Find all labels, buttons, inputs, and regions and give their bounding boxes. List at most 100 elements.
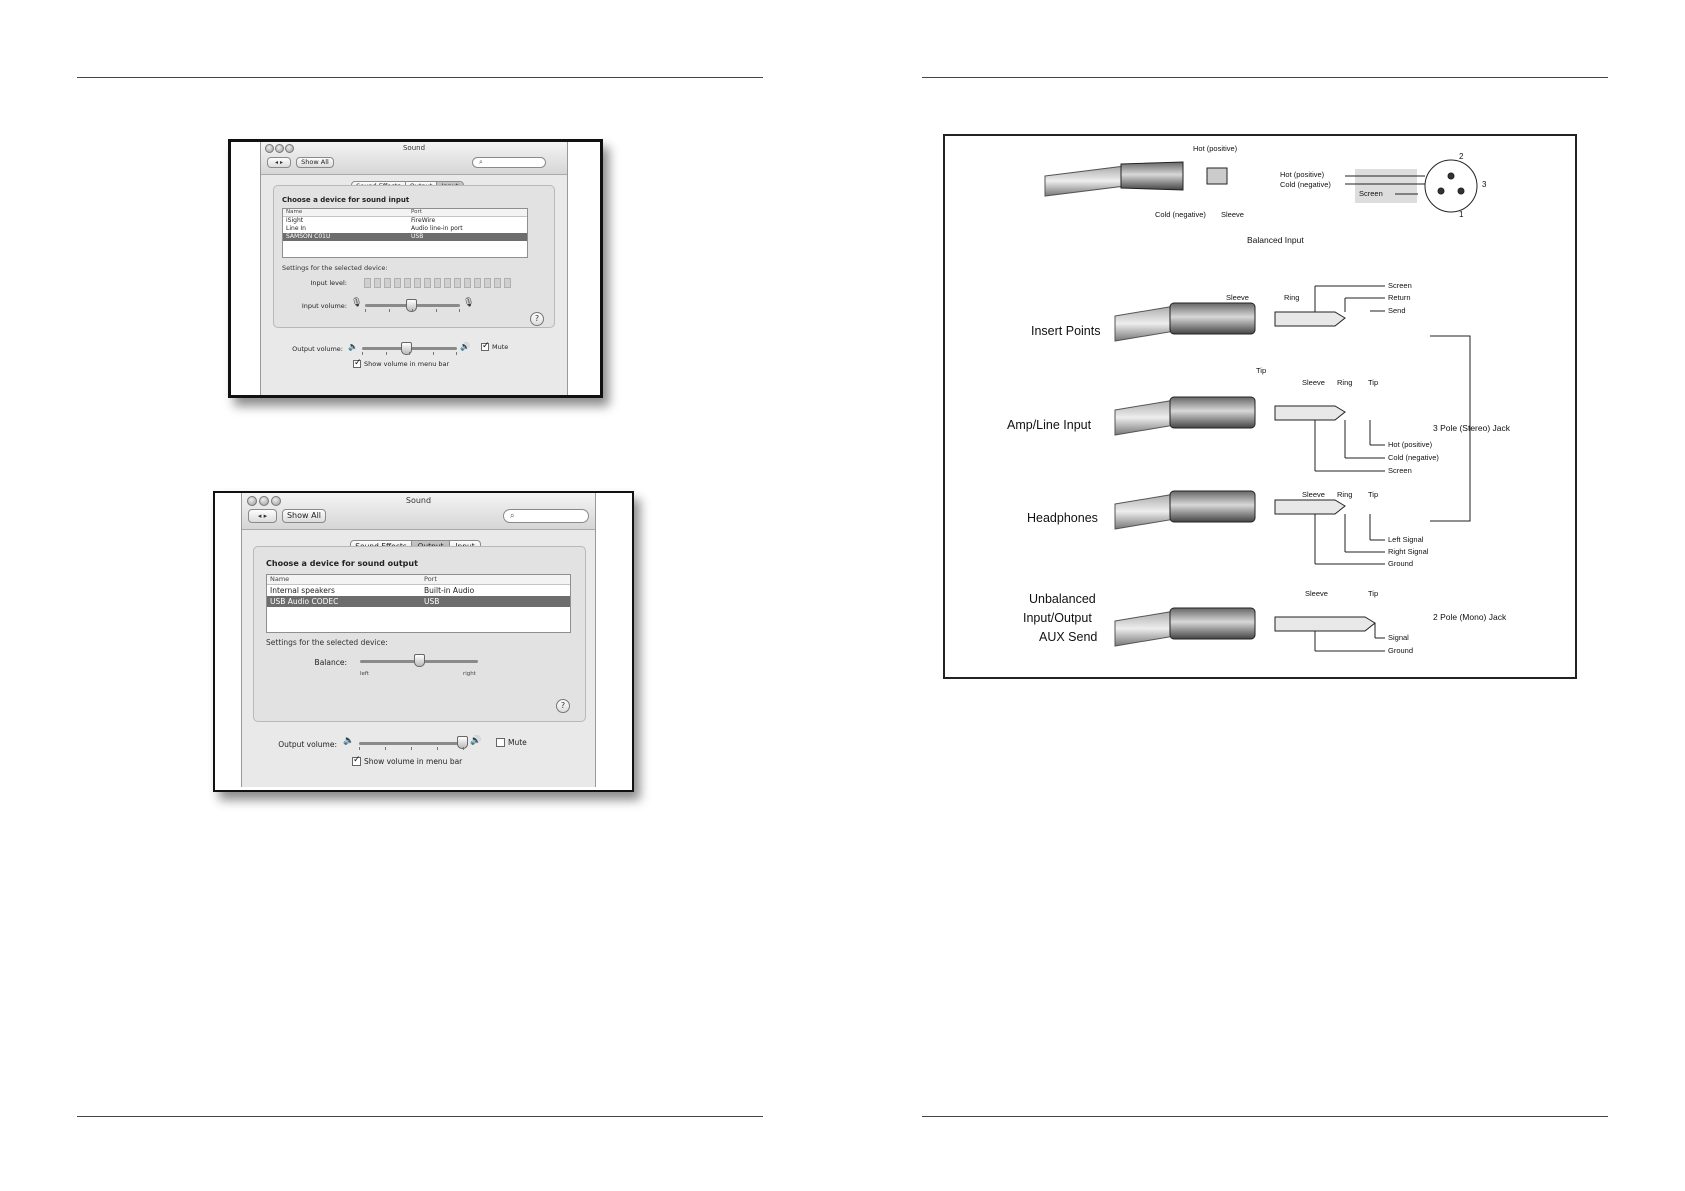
headphones-tip-label: Tip: [1368, 490, 1379, 499]
output-volume-track[interactable]: [359, 742, 464, 745]
device-name: USB Audio CODEC: [270, 597, 339, 606]
list-header: Name Port: [283, 209, 527, 217]
show-volume-checkbox[interactable]: Show volume in menu bar: [353, 358, 449, 368]
help-button[interactable]: ?: [556, 699, 570, 713]
xlr-cold-label: Cold (negative): [1155, 210, 1206, 219]
input-volume-slider[interactable]: [405, 299, 417, 312]
window-title: Sound: [402, 144, 426, 152]
unbalanced-label-line-1: Unbalanced: [1029, 592, 1096, 606]
level-segment: [384, 278, 391, 288]
device-row-internal-speakers[interactable]: Internal speakers Built-in Audio: [267, 585, 570, 596]
mute-check-box[interactable]: [481, 341, 490, 351]
xlr-plug: [1206, 167, 1228, 185]
device-row-isight[interactable]: iSight FireWire: [283, 217, 527, 225]
level-segment: [414, 278, 421, 288]
level-segment: [504, 278, 511, 288]
device-port: Built-in Audio: [424, 586, 475, 595]
zoom-button[interactable]: [285, 144, 294, 153]
sound-window: Sound ◂ ▸ Show All ⌕ Sound Effects Outpu…: [241, 493, 596, 787]
insert-screen-label: Screen: [1388, 281, 1412, 290]
minimize-button[interactable]: [259, 496, 269, 506]
insert-points-label: Insert Points: [1031, 324, 1101, 338]
insert-sleeve-label: Sleeve: [1226, 293, 1249, 302]
column-port-header: Port: [411, 209, 422, 215]
zoom-button[interactable]: [271, 496, 281, 506]
title-bar: Sound ◂ ▸ Show All ⌕: [261, 142, 567, 175]
right-bottom-rule: [922, 1116, 1608, 1117]
mute-checkbox[interactable]: Mute: [496, 738, 527, 747]
slider-ticks: [365, 309, 460, 312]
amp-tip: [1274, 405, 1346, 421]
amp-sleeve-label: Sleeve: [1302, 378, 1325, 387]
device-port: USB: [411, 233, 424, 240]
mono-jack-caption: 2 Pole (Mono) Jack: [1433, 612, 1507, 622]
xlr-caption: Balanced Input: [1247, 235, 1304, 245]
left-bottom-rule: [77, 1116, 763, 1117]
right-top-rule: [922, 77, 1608, 78]
unbalanced-signal-label: Signal: [1388, 633, 1409, 642]
balance-slider[interactable]: [414, 654, 425, 667]
show-volume-checkbox[interactable]: Show volume in menu bar: [352, 755, 463, 766]
device-port: Audio line-in port: [411, 225, 463, 232]
close-button[interactable]: [247, 496, 257, 506]
insert-return-label: Return: [1388, 293, 1411, 302]
show-volume-check-box[interactable]: [353, 358, 362, 368]
headphones-right-signal-label: Right Signal: [1388, 547, 1429, 556]
output-volume-slider[interactable]: [456, 736, 468, 749]
help-button[interactable]: ?: [530, 312, 544, 326]
show-volume-label: Show volume in menu bar: [364, 757, 463, 766]
unbalanced-tip: [1274, 616, 1376, 632]
back-forward-button[interactable]: ◂ ▸: [248, 509, 277, 523]
headphones-cable: [1114, 493, 1176, 530]
column-name-header: Name: [286, 209, 303, 215]
search-field[interactable]: ⌕: [472, 157, 546, 168]
headphones-left-signal-label: Left Signal: [1388, 535, 1424, 544]
xlr-screen-block: [1355, 169, 1417, 203]
search-field[interactable]: ⌕: [503, 509, 589, 523]
unbalanced-sleeve-label: Sleeve: [1305, 589, 1328, 598]
device-row-usb-audio-codec[interactable]: USB Audio CODEC USB: [267, 596, 570, 607]
level-segment: [474, 278, 481, 288]
back-forward-button[interactable]: ◂ ▸: [267, 157, 291, 168]
device-row-line-in[interactable]: Line In Audio line-in port: [283, 225, 527, 233]
minimize-button[interactable]: [275, 144, 284, 153]
xlr-pin-3: [1457, 187, 1465, 195]
balance-right-label: right: [463, 671, 476, 677]
xlr-hot-right-label: Hot (positive): [1280, 170, 1325, 179]
show-all-button[interactable]: Show All: [296, 157, 334, 168]
output-volume-slider[interactable]: [400, 342, 412, 355]
close-button[interactable]: [265, 144, 274, 153]
insert-body: [1169, 302, 1256, 335]
unbalanced-ground-label: Ground: [1388, 646, 1414, 655]
mute-check-box[interactable]: [496, 738, 505, 747]
mute-checkbox[interactable]: Mute: [481, 341, 508, 351]
panel-heading: Choose a device for sound output: [266, 559, 418, 568]
speaker-low-icon: 🔈: [343, 736, 355, 746]
device-port: FireWire: [411, 217, 436, 224]
settings-label: Settings for the selected device:: [266, 638, 388, 647]
speaker-low-icon: 🔈: [348, 342, 358, 351]
xlr-pin-2: [1447, 172, 1455, 180]
output-panel: Choose a device for sound output Name Po…: [253, 546, 586, 722]
headphones-ground-label: Ground: [1388, 559, 1414, 568]
xlr-screen-label: Screen: [1359, 189, 1383, 198]
amp-cable: [1114, 399, 1176, 436]
level-segment: [394, 278, 401, 288]
show-volume-check-box[interactable]: [352, 755, 361, 766]
window-title: Sound: [405, 496, 432, 505]
level-segment: [484, 278, 491, 288]
slider-ticks: [359, 747, 464, 750]
column-name-header: Name: [270, 575, 290, 583]
insert-send-label: Send: [1388, 306, 1406, 315]
show-all-button[interactable]: Show All: [282, 509, 326, 523]
headphones-ring-label: Ring: [1337, 490, 1353, 499]
microphone-low-icon: 🎙: [351, 298, 363, 308]
unbalanced-label-line-3: AUX Send: [1039, 630, 1098, 644]
microphone-high-icon: 🎙: [463, 298, 475, 308]
insert-tip: [1274, 311, 1346, 327]
device-row-samson[interactable]: SAMSON C01U USB: [283, 233, 527, 241]
settings-label: Settings for the selected device:: [282, 264, 388, 272]
sound-window: Sound ◂ ▸ Show All ⌕ Sound Effects Outpu…: [260, 142, 568, 395]
speaker-high-icon: 🔊: [460, 342, 470, 351]
mute-label: Mute: [508, 738, 527, 747]
